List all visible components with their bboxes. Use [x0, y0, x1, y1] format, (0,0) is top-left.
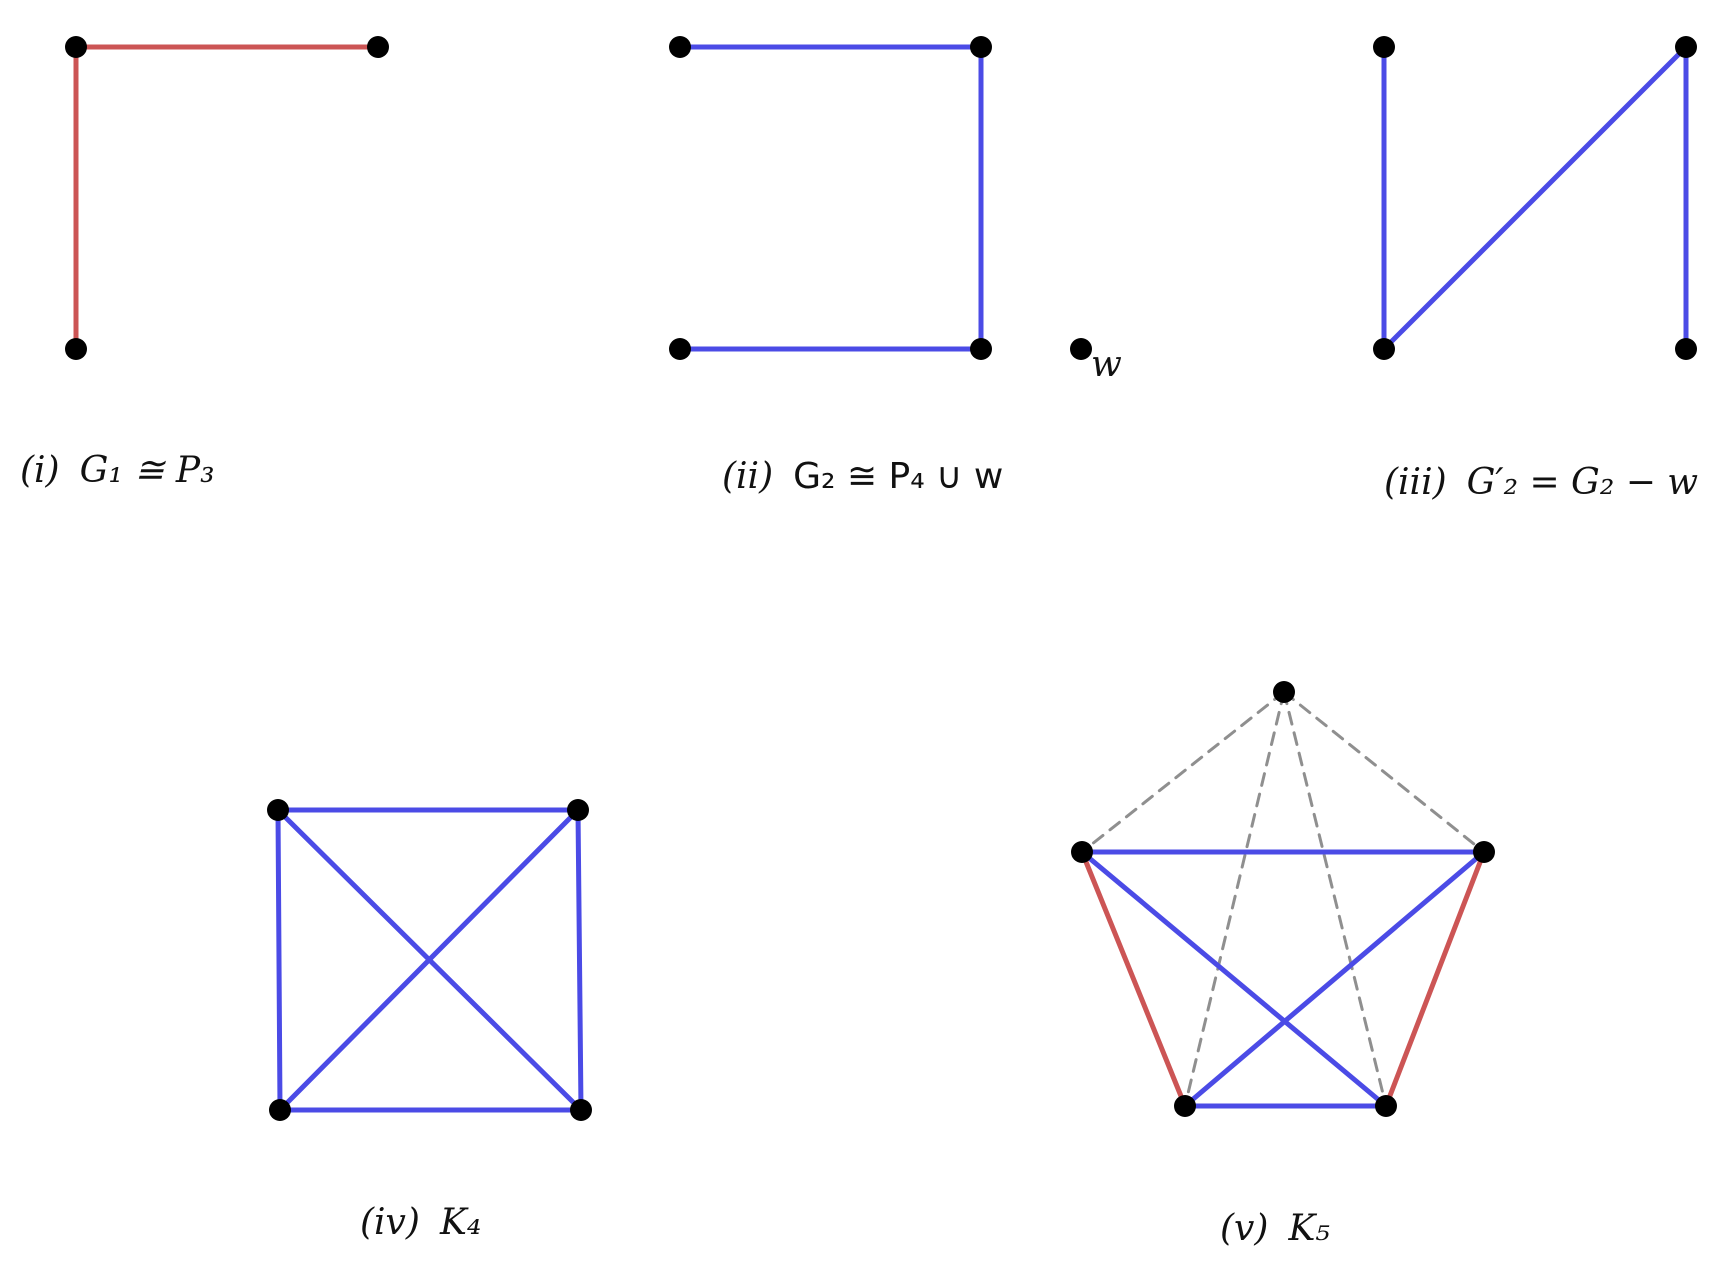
vertex-v-4	[1375, 1095, 1397, 1117]
caption-number: (iii)	[1384, 462, 1447, 503]
vertex-iv-0	[267, 799, 289, 821]
edge-v-2-3	[1182, 849, 1487, 1109]
edge-v-0-4	[1282, 690, 1388, 1108]
edge-v-0-1	[1080, 690, 1286, 854]
caption-number: (i)	[20, 450, 60, 491]
vertex-ii-4	[1070, 338, 1092, 360]
vertex-v-1	[1071, 841, 1093, 863]
vertex-v-0	[1273, 681, 1295, 703]
edge-iv-2-0	[275, 807, 283, 1113]
caption-expression: G₂ ≅ P₄ ∪ w	[793, 456, 1004, 497]
vertex-i-0	[65, 36, 87, 58]
vertex-iv-1	[567, 799, 589, 821]
vertex-v-2	[1473, 841, 1495, 863]
caption-expression: K₄	[439, 1202, 482, 1243]
edge-v-0-2	[1282, 690, 1486, 854]
vertex-iii-1	[1373, 338, 1395, 360]
caption-expression: G₁ ≅ P₃	[79, 450, 215, 491]
caption-panel-i: (i) G₁ ≅ P₃	[20, 450, 215, 491]
vertex-label-w: w	[1091, 344, 1122, 385]
caption-expression: K₅	[1288, 1208, 1330, 1249]
vertices-layer	[65, 36, 1697, 1121]
vertex-ii-1	[970, 36, 992, 58]
vertex-i-2	[65, 338, 87, 360]
caption-panel-iv: (iv) K₄	[360, 1202, 481, 1243]
edge-v-1-3	[1079, 849, 1188, 1109]
edge-v-2-4	[1383, 849, 1487, 1109]
caption-panel-v: (v) K₅	[1220, 1208, 1330, 1249]
edge-v-1-4	[1079, 849, 1389, 1109]
vertex-iii-3	[1675, 338, 1697, 360]
edges-layer	[73, 44, 1689, 1113]
vertex-v-3	[1174, 1095, 1196, 1117]
vertex-iii-2	[1675, 36, 1697, 58]
vertex-iv-2	[269, 1099, 291, 1121]
vertex-ii-2	[970, 338, 992, 360]
edge-iii-1-2	[1381, 44, 1689, 352]
edge-iv-1-3	[575, 807, 584, 1113]
edge-v-0-3	[1183, 690, 1286, 1108]
vertex-iv-3	[570, 1099, 592, 1121]
caption-panel-iii: (iii) G′₂ = G₂ − w	[1384, 462, 1698, 503]
vertex-iii-0	[1373, 36, 1395, 58]
caption-number: (ii)	[722, 456, 774, 497]
edge-iv-1-2	[277, 807, 581, 1113]
vertex-ii-0	[669, 36, 691, 58]
caption-number: (v)	[1220, 1208, 1269, 1249]
caption-number: (iv)	[360, 1202, 420, 1243]
vertex-ii-3	[669, 338, 691, 360]
caption-panel-ii: (ii) G₂ ≅ P₄ ∪ w	[722, 456, 1003, 497]
caption-expression: G′₂ = G₂ − w	[1466, 462, 1699, 503]
vertex-i-1	[367, 36, 389, 58]
